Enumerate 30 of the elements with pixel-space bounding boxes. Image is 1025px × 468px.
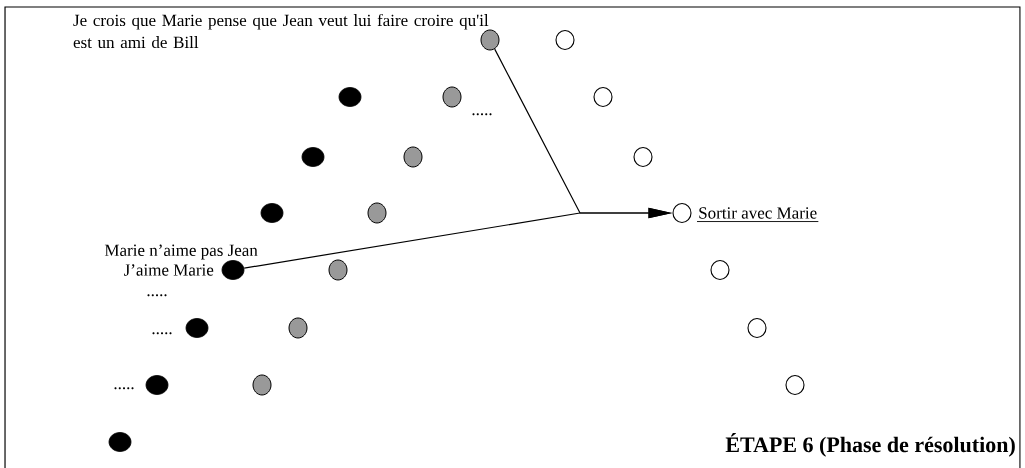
ellipsis-dots: ..... <box>152 332 172 335</box>
shaded-dot <box>367 202 387 224</box>
shaded-dot <box>442 86 462 108</box>
shaded-dot <box>252 374 272 396</box>
caption-text: Marie n’aime pas Jean <box>104 244 258 260</box>
filled-dot <box>338 87 362 107</box>
ellipsis-dots: ..... <box>114 387 134 390</box>
hollow-circle <box>593 86 613 108</box>
hollow-circle <box>672 202 692 224</box>
stage-title: ÉTAPE 6 (Phase de résolution) <box>725 433 1015 457</box>
filled-dot <box>108 432 132 452</box>
filled-dot <box>301 147 325 167</box>
hollow-circle <box>710 259 730 281</box>
shaded-dot <box>288 317 308 339</box>
hollow-circle <box>785 374 805 396</box>
filled-dot <box>145 375 169 395</box>
caption-text: J’aime Marie <box>124 264 214 276</box>
underlined-caption: Sortir avec Marie <box>696 207 819 222</box>
shaded-dot <box>328 259 348 281</box>
shaded-dot <box>480 29 500 51</box>
filled-dot <box>185 318 209 338</box>
shaded-dot <box>403 146 423 168</box>
filled-dot <box>260 203 284 223</box>
filled-dot <box>221 260 245 280</box>
hollow-circle <box>633 146 653 168</box>
caption-text: Je crois que Marie pense que Jean veut lui faire croire qu'il est un ami de Bill <box>73 13 489 49</box>
ellipsis-dots: ..... <box>147 294 167 297</box>
ellipsis-dots: ..... <box>472 113 492 116</box>
hollow-circle <box>555 29 575 51</box>
hollow-circle <box>747 317 767 339</box>
